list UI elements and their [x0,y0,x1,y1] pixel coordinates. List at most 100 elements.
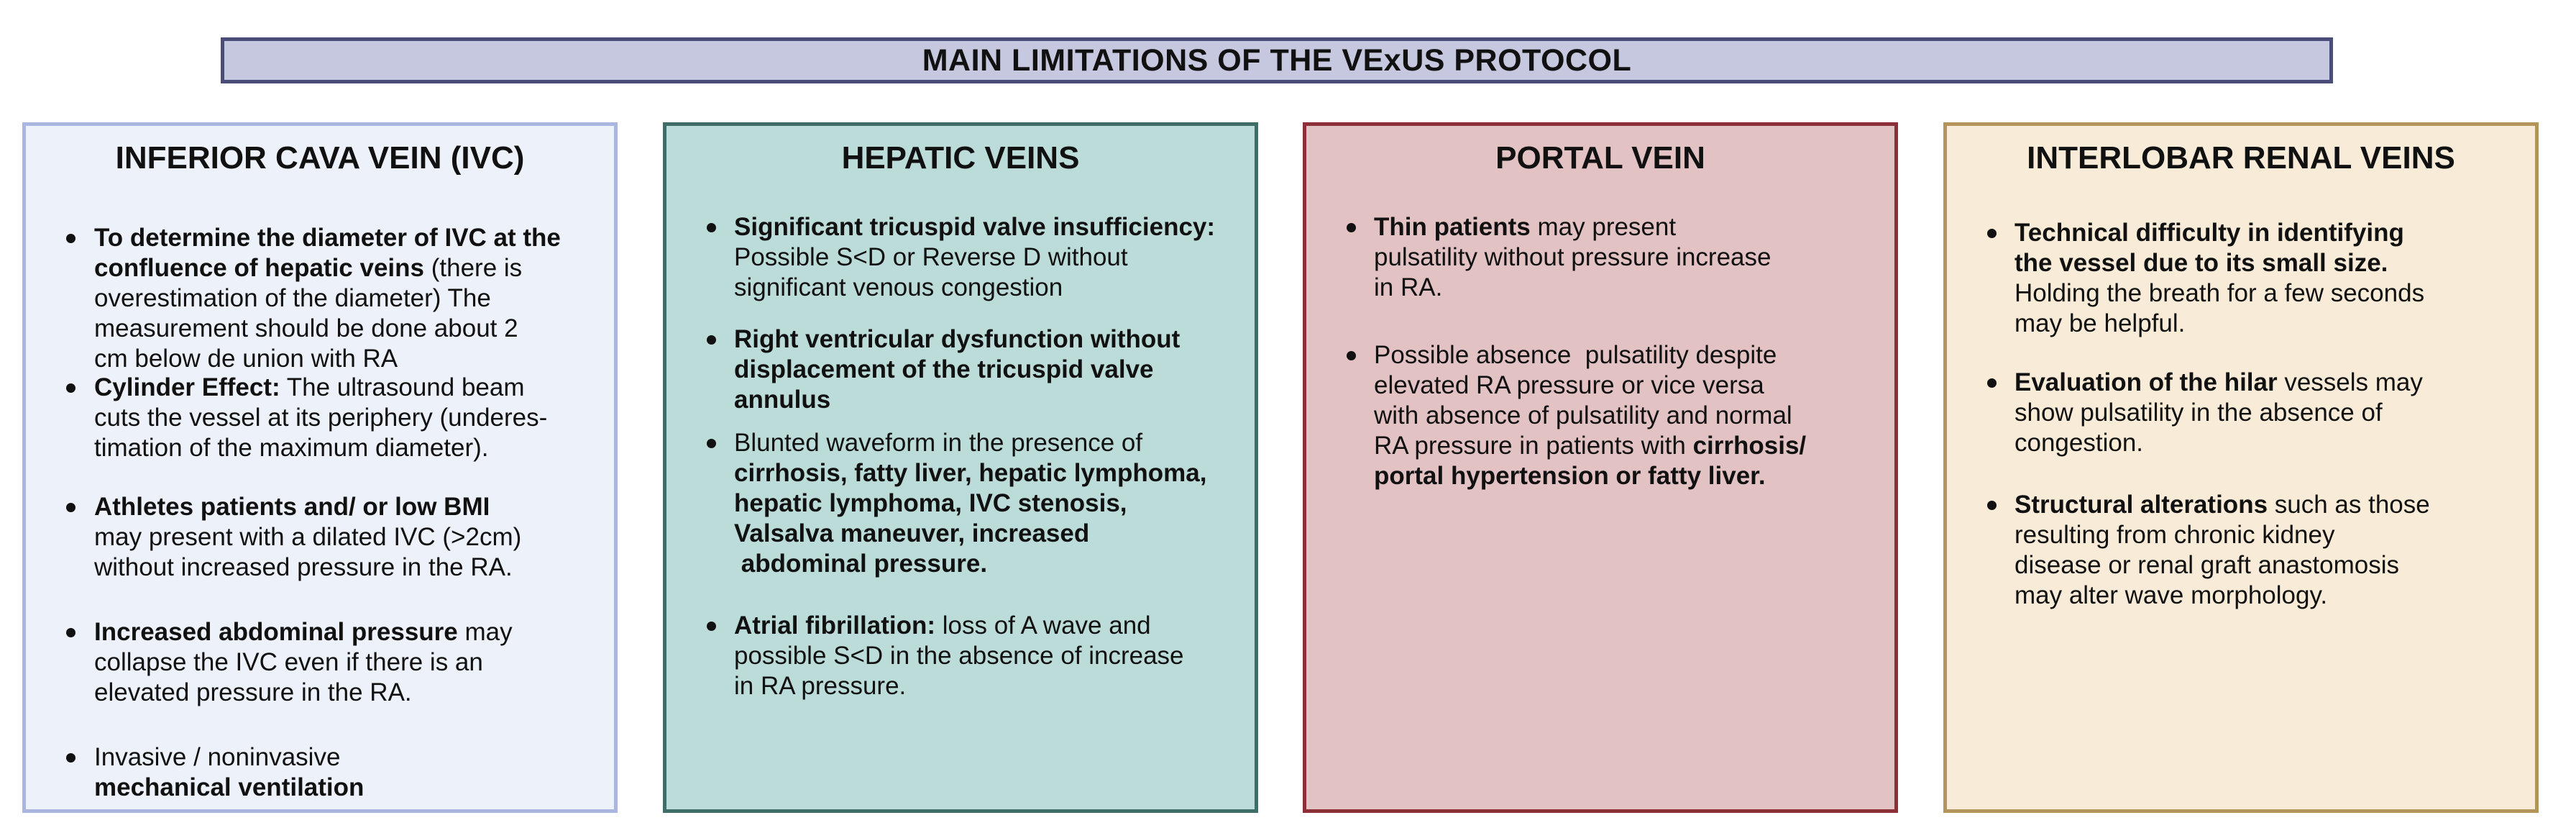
bullet-dot [707,335,716,345]
bullet-text: measurement should be done about 2 [94,314,518,342]
bullet-text: Increased abdominal pressure [94,618,458,646]
bullet-text: may [457,618,513,646]
bullet-text: the vessel due to its small size. [2014,249,2388,277]
bullet-text: cm below de union with RA [94,345,398,373]
bullet-item: Significant tricuspid valve insufficienc… [734,212,1215,303]
bullet-text: collapse the IVC even if there is an [94,648,483,676]
bullet-line: portal hypertension or fatty liver. [1374,461,1806,491]
bullet-line: To determine the diameter of IVC at the [94,223,561,253]
bullet-text: Invasive / noninvasive [94,743,341,771]
bullet-line: elevated RA pressure or vice versa [1374,370,1806,401]
bullet-dot [66,383,75,393]
bullet-line: with absence of pulsatility and normal [1374,401,1806,431]
bullet-line: abdominal pressure. [734,549,1206,579]
bullet-line: Athletes patients and/ or low BMI [94,492,521,522]
bullet-dot [1347,223,1356,232]
bullet-text: Evaluation of the hilar [2014,368,2278,396]
bullet-text: such as those [2268,491,2430,519]
bullet-text: may present with a dilated IVC (>2cm) [94,523,522,551]
bullet-line: may alter wave morphology. [2014,581,2430,611]
bullet-dot [707,439,716,448]
bullet-line: Valsalva maneuver, increased [734,519,1206,549]
bullet-line: Technical difficulty in identifying [2014,218,2424,248]
bullet-text: cirrhosis/ [1692,432,1807,460]
bullet-line: Cylinder Effect: The ultrasound beam [94,373,547,403]
bullet-line: the vessel due to its small size. [2014,248,2424,278]
bullet-line: may be helpful. [2014,309,2424,339]
bullet-line: Possible absence pulsatility despite [1374,340,1806,370]
bullet-text: Technical difficulty in identifying [2014,219,2404,247]
bullet-line: Thin patients may present [1374,212,1771,242]
diagram-title: MAIN LIMITATIONS OF THE VExUS PROTOCOL [221,37,2333,83]
panel-interlobar-renal-veins: INTERLOBAR RENAL VEINS Technical difficu… [1943,122,2539,813]
bullet-line: cuts the vessel at its periphery (undere… [94,403,547,433]
bullet-dot [1987,501,1997,510]
bullet-line: may present with a dilated IVC (>2cm) [94,522,521,552]
bullet-dot [66,628,75,637]
bullet-line: Increased abdominal pressure may [94,617,513,647]
panel-title-renal: INTERLOBAR RENAL VEINS [2027,140,2455,176]
bullet-line: congestion. [2014,428,2423,458]
bullet-line: Possible S<D or Reverse D without [734,242,1215,273]
bullet-text: Possible absence pulsatility despite [1374,341,1777,369]
bullet-text: may be helpful. [2014,309,2186,337]
bullet-text: overestimation of the diameter) The [94,284,491,312]
bullet-line: resulting from chronic kidney [2014,520,2430,550]
bullet-text: displacement of the tricuspid valve [734,355,1154,383]
bullet-line: without increased pressure in the RA. [94,552,521,583]
bullet-text: pulsatility without pressure increase [1374,243,1771,271]
bullet-text: cuts the vessel at its periphery (undere… [94,404,548,432]
bullet-text: vessels may [2277,368,2423,396]
bullet-dot [1987,229,1997,238]
bullet-line: Right ventricular dysfunction without [734,324,1180,355]
bullet-text: Athletes patients and/ or low BMI [94,493,490,521]
bullet-text: Atrial fibrillation: [734,611,935,640]
bullet-line: disease or renal graft anastomosis [2014,550,2430,581]
bullet-text: resulting from chronic kidney [2014,521,2335,549]
bullet-text: cirrhosis, fatty liver, hepatic lymphoma… [734,459,1207,487]
bullet-text: Blunted waveform in the presence of [734,429,1143,457]
bullet-line: Invasive / noninvasive [94,742,364,773]
bullet-line: pulsatility without pressure increase [1374,242,1771,273]
bullet-line: timation of the maximum diameter). [94,433,547,463]
bullet-text: disease or renal graft anastomosis [2014,551,2399,579]
bullet-line: RA pressure in patients with cirrhosis/ [1374,431,1806,461]
bullet-text: annulus [734,386,831,414]
panel-inferior-cava-vein: INFERIOR CAVA VEIN (IVC) To determine th… [22,122,618,813]
bullet-line: hepatic lymphoma, IVC stenosis, [734,488,1206,519]
bullet-line: annulus [734,385,1180,415]
bullet-line: in RA pressure. [734,671,1184,701]
bullet-text: Cylinder Effect: [94,373,280,401]
bullet-line: cm below de union with RA [94,344,561,374]
bullet-text: timation of the maximum diameter). [94,434,489,462]
bullet-dot [707,223,716,232]
bullet-text: portal hypertension or fatty liver. [1374,462,1766,490]
bullet-text: in RA pressure. [734,672,907,700]
bullet-line: collapse the IVC even if there is an [94,647,513,678]
bullet-dot [1987,378,1997,388]
bullet-text: Significant tricuspid valve insufficienc… [734,213,1216,241]
bullet-text: (there is [424,254,523,282]
bullet-text: confluence of hepatic veins [94,254,424,282]
bullet-text: RA pressure in patients with [1374,432,1693,460]
bullet-text: Thin patients [1374,213,1531,241]
bullet-text: with absence of pulsatility and normal [1374,401,1792,429]
bullet-text: Structural alterations [2014,491,2268,519]
panel-title-ivc: INFERIOR CAVA VEIN (IVC) [115,140,525,176]
panel-title-portal: PORTAL VEIN [1495,140,1705,176]
bullet-line: in RA. [1374,273,1771,303]
bullet-dot [1347,351,1356,360]
panel-hepatic-veins: HEPATIC VEINS Significant tricuspid valv… [663,122,1258,813]
bullet-dot [707,622,716,631]
